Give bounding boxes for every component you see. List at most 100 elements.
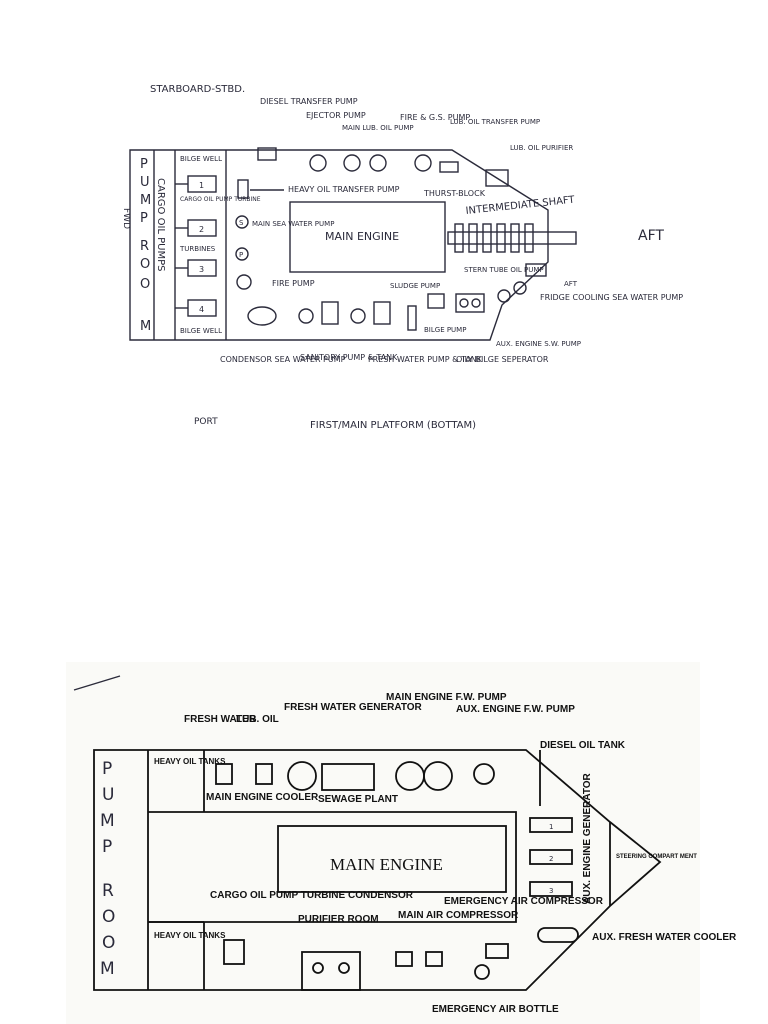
aux-generator-2: [529, 849, 573, 865]
fire-gs-pump: [414, 154, 432, 172]
diesel-transfer-pump: [257, 147, 277, 161]
svg-text:O: O: [102, 907, 115, 927]
main-engine-cooler-label: MAIN ENGINE COOLER: [206, 792, 319, 803]
svg-text:R: R: [140, 239, 149, 254]
inner-wall: [148, 811, 517, 923]
turbines-label: TURBINES: [179, 245, 216, 253]
steering-compartment-label: STEERING COMPART MENT: [616, 854, 697, 860]
condensor-sea-water-pump-label: CONDENSOR SEA WATER PUMP: [220, 355, 346, 364]
bilge-well-top: BILGE WELL: [180, 155, 222, 163]
svg-text:P: P: [102, 837, 112, 857]
main-air-compressor-2: [425, 951, 443, 967]
aux-engine-sw-pump-label: AUX. ENGINE S.W. PUMP: [496, 340, 581, 348]
svg-text:2: 2: [549, 855, 553, 863]
aux-engine-fw-pump-label: AUX. ENGINE F.W. PUMP: [456, 704, 575, 715]
fridge-cooling-pump-2: [513, 281, 527, 295]
fresh-water-generator-label: FRESH WATER GENERATOR: [284, 702, 423, 713]
svg-text:P: P: [239, 251, 243, 259]
fresh-water-pump: [350, 308, 366, 324]
intermediate-shaft: [447, 231, 577, 245]
main-lub-oil-pump-label: MAIN LUB. OIL PUMP: [342, 124, 414, 132]
fire-pump-label: FIRE PUMP: [272, 279, 315, 288]
svg-text:U: U: [140, 175, 150, 190]
purifier-room-label: PURIFIER ROOM: [298, 914, 379, 925]
sludge-pump-label: SLUDGE PUMP: [390, 282, 440, 290]
main-sea-water-pump-p: [235, 247, 249, 261]
lub-oil-transfer-pump: [439, 161, 459, 173]
fire-pump: [236, 274, 252, 290]
main-lub-oil-pump-2: [369, 154, 387, 172]
svg-text:1: 1: [199, 181, 204, 190]
emergency-air-compressor: [485, 943, 509, 959]
aux-fresh-water-cooler: [537, 927, 579, 943]
svg-text:O: O: [140, 277, 150, 292]
emergency-air-compressor-label: EMERGENCY AIR COMPRESSOR: [444, 896, 604, 907]
fire-gs-pump-label: FIRE & G.S. PUMP: [400, 113, 470, 122]
lub-oil-purifier: [485, 169, 509, 187]
turbine-condensor: [223, 939, 245, 965]
stern-tube-oil-pump: [525, 263, 547, 277]
svg-text:U: U: [102, 785, 114, 805]
aux-generator-1: [529, 817, 573, 833]
main-engine-block-bottom: [277, 825, 507, 893]
fwd-label: FWD: [121, 208, 131, 229]
main-engine-label: MAIN ENGINE: [325, 230, 399, 243]
main-engine-label-bottom: MAIN ENGINE: [330, 855, 443, 874]
top-plan: STARBOARD-STBD. P U M P R O O M FWD CARG…: [121, 84, 683, 431]
hull-outline: [129, 149, 549, 341]
purifier-room: [301, 951, 361, 991]
cargo-oil-pump-turbine-condensor-label: CARGO OIL PUMP TURBINE CONDENSOR: [210, 890, 414, 901]
svg-text:1: 1: [549, 823, 553, 831]
sanitory-tank: [321, 301, 339, 325]
bottom-pump-room-letters: P U M P R O O M: [100, 759, 115, 979]
main-air-compressor-1: [395, 951, 413, 967]
svg-text:P: P: [140, 157, 148, 172]
fresh-water-generator: [287, 761, 317, 791]
main-engine-block: [289, 201, 446, 273]
main-sea-water-pump-label: MAIN SEA WATER PUMP: [252, 220, 334, 228]
heavy-oil-transfer-pump: [237, 179, 249, 199]
emergency-air-bottle-label: EMERGENCY AIR BOTTLE: [432, 1004, 559, 1015]
lub-oil-purifier-label: LUB. OIL PURIFIER: [510, 144, 573, 152]
cargo-oil-pump-turbine-label: CARGO OIL PUMP TURBINE: [180, 196, 261, 203]
fridge-cooling-pump-1: [497, 289, 511, 303]
svg-text:O: O: [140, 257, 150, 272]
top-caption: FIRST/MAIN PLATFORM (BOTTAM): [310, 420, 476, 431]
bilge-pump: [427, 293, 445, 309]
aux-engine-fw-pump: [473, 763, 495, 785]
aft-label: AFT: [638, 228, 664, 244]
heavy-oil-tanks-top: HEAVY OIL TANKS: [154, 757, 226, 766]
thurst-block-label: THURST-BLOCK: [423, 189, 486, 198]
main-engine-fw-pump-label: MAIN ENGINE F.W. PUMP: [386, 692, 507, 703]
bilge-well-bottom: BILGE WELL: [180, 327, 222, 335]
bottom-plan: P U M P R O O M HEAVY OIL TANKS HEAVY OI…: [66, 662, 737, 1024]
sewage-plant-label: SEWAGE PLANT: [318, 794, 398, 805]
lub-oil-label: LUB. OIL: [236, 714, 279, 725]
svg-text:S: S: [239, 219, 244, 227]
ejector-pump-label: EJECTOR PUMP: [306, 111, 366, 120]
emergency-air-bottle: [474, 964, 490, 980]
fresh-water-tank: [373, 301, 391, 325]
bottom-paper: [66, 662, 700, 1024]
diesel-transfer-pump-label: DIESEL TRANSFER PUMP: [260, 97, 358, 106]
port-label: PORT: [194, 417, 218, 427]
svg-text:M: M: [100, 811, 115, 831]
aft-small-label: AFT: [564, 280, 578, 288]
starboard-label: STARBOARD-STBD.: [150, 84, 245, 95]
aux-engine-generator-label: AUX. ENGINE GENERATOR: [582, 772, 593, 904]
thrust-block-collars: [454, 223, 534, 253]
main-lub-oil-pump-1: [343, 154, 361, 172]
bilge-pump-label: BILGE PUMP: [424, 326, 466, 334]
svg-text:O: O: [102, 933, 115, 953]
svg-text:3: 3: [199, 265, 204, 274]
sanitory-pump: [298, 308, 314, 324]
svg-text:2: 2: [199, 225, 204, 234]
diesel-oil-tank-label: DIESEL OIL TANK: [540, 740, 626, 751]
main-air-compressor-label: MAIN AIR COMPRESSOR: [398, 910, 519, 921]
svg-text:M: M: [140, 193, 151, 208]
stern-tube-oil-pump-label: STERN TUBE OIL PUMP: [464, 266, 544, 274]
sludge-pump: [407, 305, 417, 331]
svg-text:R: R: [102, 881, 114, 901]
heavy-oil-tanks-bottom: HEAVY OIL TANKS: [154, 931, 226, 940]
